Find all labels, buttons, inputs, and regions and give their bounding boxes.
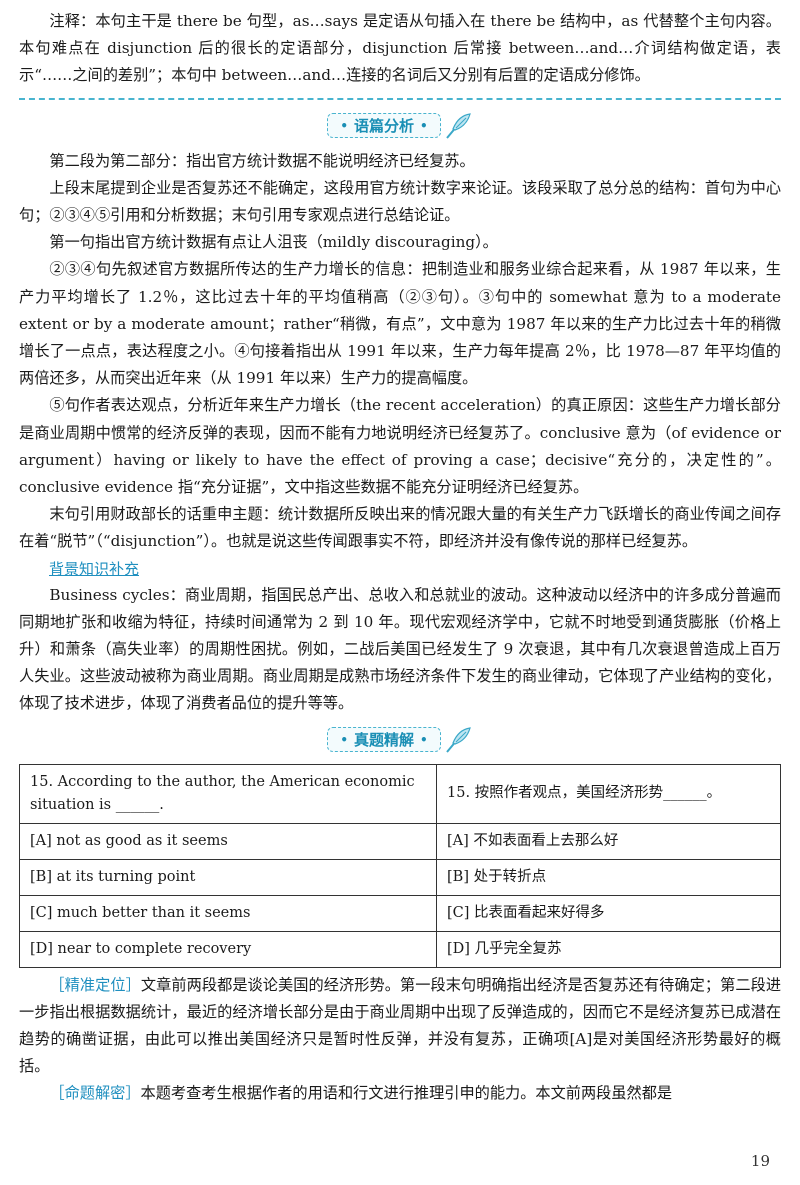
page: 注释：本句主干是 there be 句型，as…says 是定语从句插入在 th… bbox=[19, 8, 781, 1108]
section-pill: • 真题精解 • bbox=[327, 727, 441, 753]
annotation-text: 注释：本句主干是 there be 句型，as…says 是定语从句插入在 th… bbox=[19, 12, 781, 85]
question-zh: 15. 按照作者观点，美国经济形势______。 bbox=[436, 763, 781, 824]
table-row: [A] not as good as it seems [A] 不如表面看上去那… bbox=[19, 822, 781, 860]
paragraph: ②③④句先叙述官方数据所传达的生产力增长的信息：把制造业和服务业综合起来看，从 … bbox=[19, 260, 781, 388]
section-header-exam: • 真题精解 • bbox=[19, 718, 781, 762]
section-title: 真题精解 bbox=[353, 731, 414, 750]
option-en: [B] at its turning point bbox=[19, 858, 437, 896]
section-pill: • 语篇分析 • bbox=[327, 113, 441, 139]
page-number: 19 bbox=[750, 1152, 770, 1170]
paragraph: 末句引用财政部长的话重申主题：统计数据所反映出来的情况跟大量的有关生产力飞跃增长… bbox=[19, 505, 781, 551]
option-zh: [B] 处于转折点 bbox=[436, 858, 781, 896]
paragraph: ⑤句作者表达观点，分析近年来生产力增长（the recent accelerat… bbox=[19, 396, 781, 497]
section-header-discourse: • 语篇分析 • bbox=[19, 104, 781, 148]
table-row: [B] at its turning point [B] 处于转折点 bbox=[19, 858, 781, 896]
table-row: [C] much better than it seems [C] 比表面看起来… bbox=[19, 894, 781, 932]
option-en: [D] near to complete recovery bbox=[19, 930, 437, 968]
analysis-tag: ［精准定位］ bbox=[49, 975, 141, 994]
question-table: 15. According to the author, the America… bbox=[19, 763, 781, 968]
paragraph: 第二段为第二部分：指出官方统计数据不能说明经济已经复苏。 bbox=[49, 151, 475, 170]
option-zh: [D] 几乎完全复苏 bbox=[436, 930, 781, 968]
analysis-text: 文章前两段都是谈论美国的经济形势。第一段末句明确指出经济是否复苏还有待确定；第二… bbox=[19, 975, 782, 1076]
option-zh: [A] 不如表面看上去那么好 bbox=[436, 822, 781, 860]
dot-icon: • bbox=[340, 118, 348, 133]
table-row: 15. According to the author, the America… bbox=[19, 763, 781, 824]
question-en: 15. According to the author, the America… bbox=[19, 763, 437, 824]
paragraph: 上段末尾提到企业是否复苏还不能确定，这段用官方统计数字来论证。该段采取了总分总的… bbox=[19, 178, 781, 225]
background-text: Business cycles：商业周期，指国民总产出、总收入和总就业的波动。这… bbox=[19, 585, 781, 713]
dot-icon: • bbox=[420, 118, 428, 133]
section-title: 语篇分析 bbox=[353, 117, 414, 136]
analysis-paragraph: ［命题解密］本题考查考生根据作者的用语和行文进行推理引申的能力。本文前两段虽然都… bbox=[19, 1080, 781, 1107]
analysis-paragraph: ［精准定位］文章前两段都是谈论美国的经济形势。第一段末句明确指出经济是否复苏还有… bbox=[19, 972, 781, 1081]
dot-icon: • bbox=[420, 732, 428, 747]
table-row: [D] near to complete recovery [D] 几乎完全复苏 bbox=[19, 930, 781, 968]
annotation-box: 注释：本句主干是 there be 句型，as…says 是定语从句插入在 th… bbox=[19, 8, 781, 100]
analysis-tag: ［命题解密］ bbox=[49, 1084, 141, 1103]
feather-pen-icon bbox=[445, 726, 471, 753]
feather-pen-icon bbox=[445, 112, 471, 139]
background-heading: 背景知识补充 bbox=[49, 559, 140, 578]
analysis-text: 本题考查考生根据作者的用语和行文进行推理引申的能力。本文前两段虽然都是 bbox=[140, 1084, 673, 1103]
option-en: [C] much better than it seems bbox=[19, 894, 437, 932]
paragraph: 第一句指出官方统计数据有点让人沮丧（mildly discouraging）。 bbox=[49, 233, 498, 252]
option-zh: [C] 比表面看起来好得多 bbox=[436, 894, 781, 932]
dot-icon: • bbox=[340, 732, 348, 747]
option-en: [A] not as good as it seems bbox=[19, 822, 437, 860]
